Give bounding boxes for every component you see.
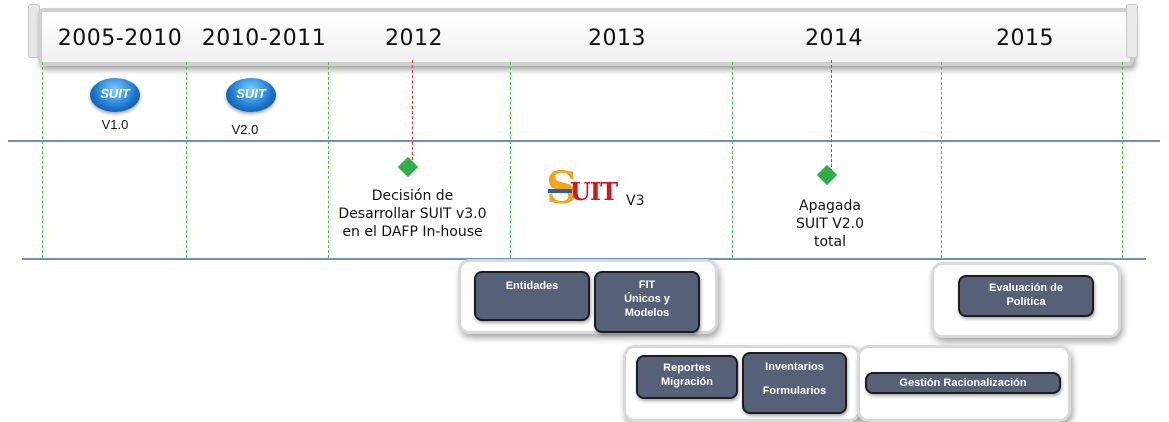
milestone-2014-diamond-icon xyxy=(817,165,837,185)
year-divider xyxy=(1122,62,1123,258)
decision-line-2: Desarrollar SUIT v3.0 xyxy=(338,206,487,222)
milestone-2014-line xyxy=(831,60,832,172)
suit-v2-logo-icon: SUIT xyxy=(226,78,276,112)
timeline-rule-top xyxy=(8,140,1160,142)
year-2005-2010: 2005-2010 xyxy=(57,26,183,51)
entidades-label: Entidades xyxy=(505,280,559,292)
year-2010-2011: 2010-2011 xyxy=(201,26,327,51)
fit-box: FIT Únicos y Modelos xyxy=(594,271,700,333)
reportes-line-1: Reportes xyxy=(663,362,711,374)
reportes-line-2: Migración xyxy=(661,376,713,388)
evaluacion-box: Evaluación de Política xyxy=(958,275,1094,317)
year-2014: 2014 xyxy=(805,26,863,51)
decision-line-1: Decisión de xyxy=(371,188,454,204)
year-divider xyxy=(328,62,329,258)
entidades-box: Entidades xyxy=(474,271,590,321)
year-divider xyxy=(732,62,733,258)
suit-v1-label: V1.0 xyxy=(101,117,129,132)
suit-v1-logo-text: SUIT xyxy=(100,86,130,101)
milestone-2012-line xyxy=(412,60,413,160)
gestion-label: Gestión Racionalización xyxy=(899,377,1027,389)
apagada-line-2: SUIT V2.0 xyxy=(795,216,865,232)
decision-2012-caption: Decisión de Desarrollar SUIT v3.0 en el … xyxy=(330,187,495,241)
year-2012: 2012 xyxy=(385,26,443,51)
inventarios-line-1: Inventarios xyxy=(765,361,824,373)
evaluacion-line-1: Evaluación de xyxy=(989,282,1063,294)
reportes-box: Reportes Migración xyxy=(636,355,738,399)
suit-v3-label: V3 xyxy=(626,193,645,209)
apagada-2014-caption: Apagada SUIT V2.0 total xyxy=(770,197,890,251)
milestone-2012-diamond-icon xyxy=(398,157,418,177)
year-divider xyxy=(186,62,187,258)
year-divider xyxy=(510,62,511,258)
apagada-line-3: total xyxy=(813,234,846,250)
year-divider xyxy=(42,62,43,258)
year-2015: 2015 xyxy=(996,26,1054,51)
fit-line-1: FIT xyxy=(638,279,656,291)
evaluacion-line-2: Política xyxy=(1006,296,1046,308)
header-right-tab xyxy=(1126,4,1138,58)
year-2013: 2013 xyxy=(588,26,646,51)
apagada-line-1: Apagada xyxy=(799,198,861,214)
fit-line-3: Modelos xyxy=(624,307,670,319)
year-header-bar xyxy=(38,8,1134,66)
year-divider xyxy=(941,62,942,258)
gestion-box: Gestión Racionalización xyxy=(865,372,1061,394)
inventarios-line-2: Formularios xyxy=(762,385,827,397)
suit-v2-logo-text: SUIT xyxy=(236,86,266,101)
suit-v2-label: V2.0 xyxy=(231,122,259,137)
decision-line-3: en el DAFP In-house xyxy=(342,224,483,240)
suit-v1-logo-icon: SUIT xyxy=(90,78,140,112)
inventarios-box: Inventarios Formularios xyxy=(742,352,847,414)
suit-v3-logo-icon: S UIT xyxy=(536,161,618,214)
fit-line-2: Únicos y xyxy=(624,293,670,305)
